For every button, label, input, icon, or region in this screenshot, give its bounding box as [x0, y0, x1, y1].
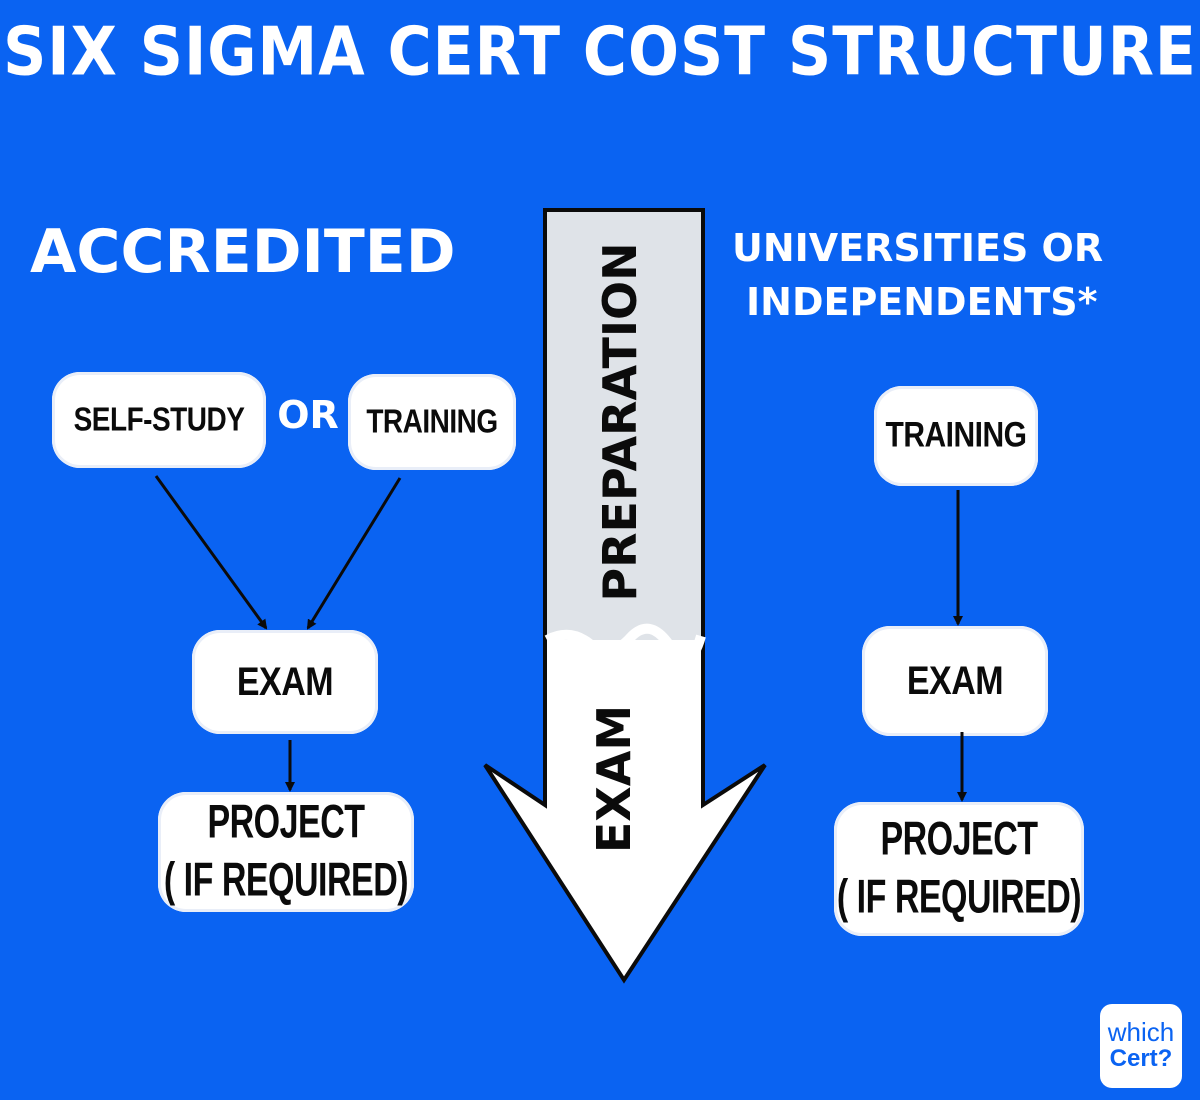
exam-label-right: EXAM — [906, 657, 1004, 703]
logo-cert: Cert? — [1109, 1044, 1173, 1072]
project-box-left: PROJECT ( IF REQUIRED) — [158, 792, 414, 912]
arrow-self-study-to-exam — [154, 475, 268, 630]
training-box-right: TRAINING — [874, 386, 1038, 486]
self-study-label: SELF-STUDY — [73, 401, 245, 438]
project-label-right: PROJECT — [880, 812, 1038, 866]
training-box-left: TRAINING — [348, 374, 516, 470]
exam-box-left: EXAM — [192, 630, 378, 734]
exam-label-left: EXAM — [236, 658, 334, 704]
preparation-exam-boundary — [544, 623, 706, 664]
arrow-training-to-exam-left — [306, 477, 402, 630]
if-required-label-left: ( IF REQUIRED) — [163, 853, 409, 907]
project-box-right: PROJECT ( IF REQUIRED) — [834, 802, 1084, 936]
accredited-heading: ACCREDITED — [30, 217, 456, 287]
training-label-left: TRAINING — [366, 403, 498, 440]
logo-which: which — [1107, 1016, 1175, 1047]
exam-box-right: EXAM — [862, 626, 1048, 736]
universities-heading-line1: UNIVERSITIES OR — [732, 226, 1104, 270]
universities-heading: UNIVERSITIES OR INDEPENDENTS* — [732, 222, 1192, 330]
page-title: SIX SIGMA CERT COST STRUCTURE — [3, 12, 1197, 92]
or-label: OR — [277, 393, 339, 437]
preparation-label: PREPARATION — [593, 242, 647, 602]
training-label-right: TRAINING — [885, 415, 1028, 455]
exam-label-arrow: EXAM — [587, 704, 641, 854]
whichcert-logo: which Cert? — [1100, 1004, 1182, 1088]
if-required-label-right: ( IF REQUIRED) — [836, 870, 1082, 924]
preparation-section — [547, 212, 701, 640]
self-study-box: SELF-STUDY — [52, 372, 266, 468]
universities-heading-line2: INDEPENDENTS* — [746, 279, 1098, 324]
project-label-left: PROJECT — [207, 795, 365, 849]
